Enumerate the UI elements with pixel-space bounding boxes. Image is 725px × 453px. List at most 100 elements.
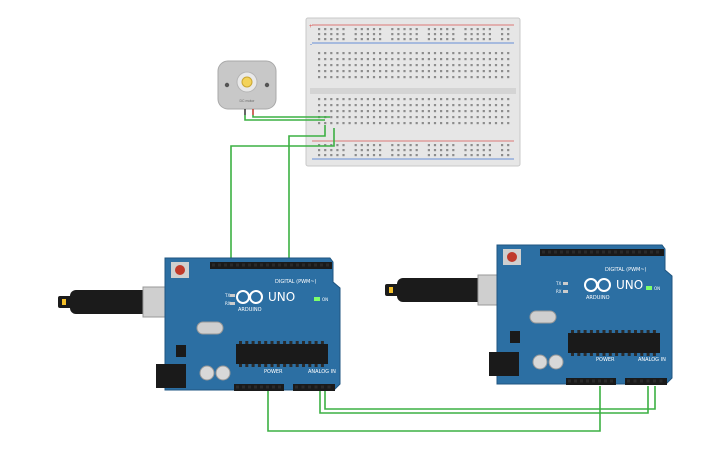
breadboard-hole[interactable] — [415, 58, 418, 61]
breadboard-hole[interactable] — [409, 70, 412, 73]
breadboard-hole[interactable] — [464, 122, 467, 125]
breadboard-hole[interactable] — [507, 98, 510, 101]
breadboard-hole[interactable] — [470, 64, 473, 67]
header-pin[interactable] — [278, 263, 281, 267]
chip-leg[interactable] — [239, 364, 242, 367]
chip-leg[interactable] — [308, 341, 312, 344]
breadboard-hole[interactable] — [501, 64, 504, 67]
breadboard-hole[interactable] — [372, 28, 376, 31]
breadboard-hole[interactable] — [446, 98, 449, 101]
breadboard-hole[interactable] — [501, 110, 504, 113]
breadboard-hole[interactable] — [354, 116, 357, 119]
breadboard-hole[interactable] — [476, 33, 479, 36]
breadboard-hole[interactable] — [488, 33, 491, 36]
breadboard-hole[interactable] — [409, 33, 412, 36]
breadboard-hole[interactable] — [507, 76, 510, 79]
breadboard-hole[interactable] — [482, 52, 485, 55]
breadboard-hole[interactable] — [318, 110, 321, 113]
breadboard-hole[interactable] — [415, 144, 418, 147]
breadboard-hole[interactable] — [372, 110, 376, 113]
breadboard-hole[interactable] — [403, 98, 406, 101]
breadboard-hole[interactable] — [372, 33, 376, 36]
header-pin[interactable] — [314, 385, 318, 389]
breadboard-hole[interactable] — [354, 64, 357, 67]
header-pin[interactable] — [608, 250, 611, 254]
breadboard-hole[interactable] — [397, 104, 400, 107]
breadboard-hole[interactable] — [385, 110, 388, 113]
arduino-uno-right[interactable]: DIGITAL (PWM~) ARDUINO UNO TX RX ON POWE… — [385, 244, 673, 385]
breadboard-hole[interactable] — [427, 122, 430, 125]
breadboard-hole[interactable] — [318, 70, 321, 73]
breadboard-hole[interactable] — [488, 149, 491, 152]
breadboard-hole[interactable] — [397, 58, 400, 61]
breadboard-hole[interactable] — [507, 149, 510, 152]
breadboard-hole[interactable] — [360, 154, 363, 157]
breadboard-hole[interactable] — [360, 52, 363, 55]
breadboard-hole[interactable] — [433, 116, 437, 119]
breadboard-hole[interactable] — [501, 52, 504, 55]
breadboard-hole[interactable] — [494, 104, 498, 107]
breadboard-hole[interactable] — [452, 64, 455, 67]
breadboard-hole[interactable] — [354, 70, 357, 73]
breadboard-hole[interactable] — [494, 110, 498, 113]
breadboard-hole[interactable] — [372, 70, 376, 73]
breadboard-hole[interactable] — [409, 104, 412, 107]
header-pin[interactable] — [614, 250, 617, 254]
breadboard-hole[interactable] — [336, 122, 339, 125]
breadboard-hole[interactable] — [342, 64, 345, 67]
breadboard-hole[interactable] — [427, 70, 430, 73]
breadboard-hole[interactable] — [464, 104, 467, 107]
breadboard-hole[interactable] — [415, 33, 418, 36]
header-pin[interactable] — [266, 385, 269, 389]
breadboard-hole[interactable] — [366, 58, 369, 61]
breadboard-hole[interactable] — [403, 38, 406, 41]
breadboard-hole[interactable] — [446, 110, 449, 113]
breadboard-hole[interactable] — [366, 70, 369, 73]
breadboard-hole[interactable] — [433, 64, 437, 67]
chip-leg[interactable] — [239, 341, 242, 344]
breadboard-hole[interactable] — [379, 149, 382, 152]
breadboard-hole[interactable] — [433, 144, 437, 147]
breadboard-hole[interactable] — [452, 38, 455, 41]
chip-leg[interactable] — [270, 341, 274, 344]
breadboard-hole[interactable] — [403, 122, 406, 125]
header-pin[interactable] — [248, 385, 251, 389]
breadboard-hole[interactable] — [440, 76, 443, 79]
breadboard-hole[interactable] — [318, 98, 321, 101]
header-pin[interactable] — [326, 263, 329, 267]
breadboard[interactable]: + - — [305, 17, 521, 167]
breadboard-hole[interactable] — [324, 52, 327, 55]
breadboard-hole[interactable] — [507, 144, 510, 147]
breadboard-hole[interactable] — [385, 64, 388, 67]
breadboard-hole[interactable] — [458, 104, 461, 107]
breadboard-hole[interactable] — [452, 33, 455, 36]
breadboard-hole[interactable] — [318, 64, 321, 67]
chip-leg[interactable] — [571, 330, 574, 333]
breadboard-hole[interactable] — [421, 58, 424, 61]
breadboard-hole[interactable] — [507, 104, 510, 107]
breadboard-hole[interactable] — [433, 110, 437, 113]
breadboard-hole[interactable] — [501, 76, 504, 79]
breadboard-hole[interactable] — [458, 64, 461, 67]
breadboard-hole[interactable] — [403, 76, 406, 79]
breadboard-hole[interactable] — [324, 58, 327, 61]
breadboard-hole[interactable] — [336, 144, 339, 147]
header-pin[interactable] — [578, 250, 581, 254]
breadboard-hole[interactable] — [324, 64, 327, 67]
breadboard-hole[interactable] — [330, 76, 333, 79]
breadboard-hole[interactable] — [440, 98, 443, 101]
breadboard-hole[interactable] — [354, 104, 357, 107]
breadboard-hole[interactable] — [440, 52, 443, 55]
breadboard-hole[interactable] — [366, 154, 369, 157]
breadboard-hole[interactable] — [452, 122, 455, 125]
header-pin[interactable] — [584, 250, 587, 254]
breadboard-hole[interactable] — [476, 110, 479, 113]
breadboard-hole[interactable] — [470, 52, 473, 55]
breadboard-hole[interactable] — [348, 52, 351, 55]
breadboard-hole[interactable] — [360, 116, 363, 119]
chip-leg[interactable] — [646, 330, 650, 333]
breadboard-hole[interactable] — [470, 98, 473, 101]
header-pin[interactable] — [218, 263, 221, 267]
chip-leg[interactable] — [602, 353, 606, 356]
breadboard-hole[interactable] — [391, 52, 394, 55]
